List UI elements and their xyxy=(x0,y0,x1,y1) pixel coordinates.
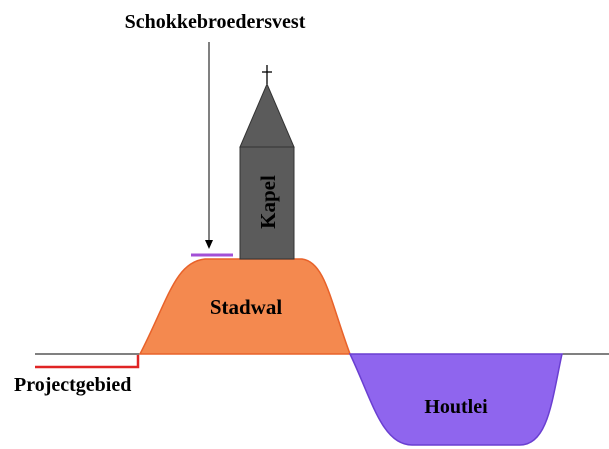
arrow-down-icon xyxy=(205,42,213,249)
canal-shape xyxy=(348,353,563,446)
canal-label: Houtlei xyxy=(424,396,488,418)
cross-icon xyxy=(262,65,272,84)
project-area-marker xyxy=(35,355,140,369)
street-label: Schokkebroedersvest xyxy=(125,11,306,33)
rampart-label: Stadwal xyxy=(210,295,283,319)
chapel-label: Kapel xyxy=(256,175,280,229)
project-area-label: Projectgebied xyxy=(14,374,131,396)
chapel-spire xyxy=(239,82,295,148)
